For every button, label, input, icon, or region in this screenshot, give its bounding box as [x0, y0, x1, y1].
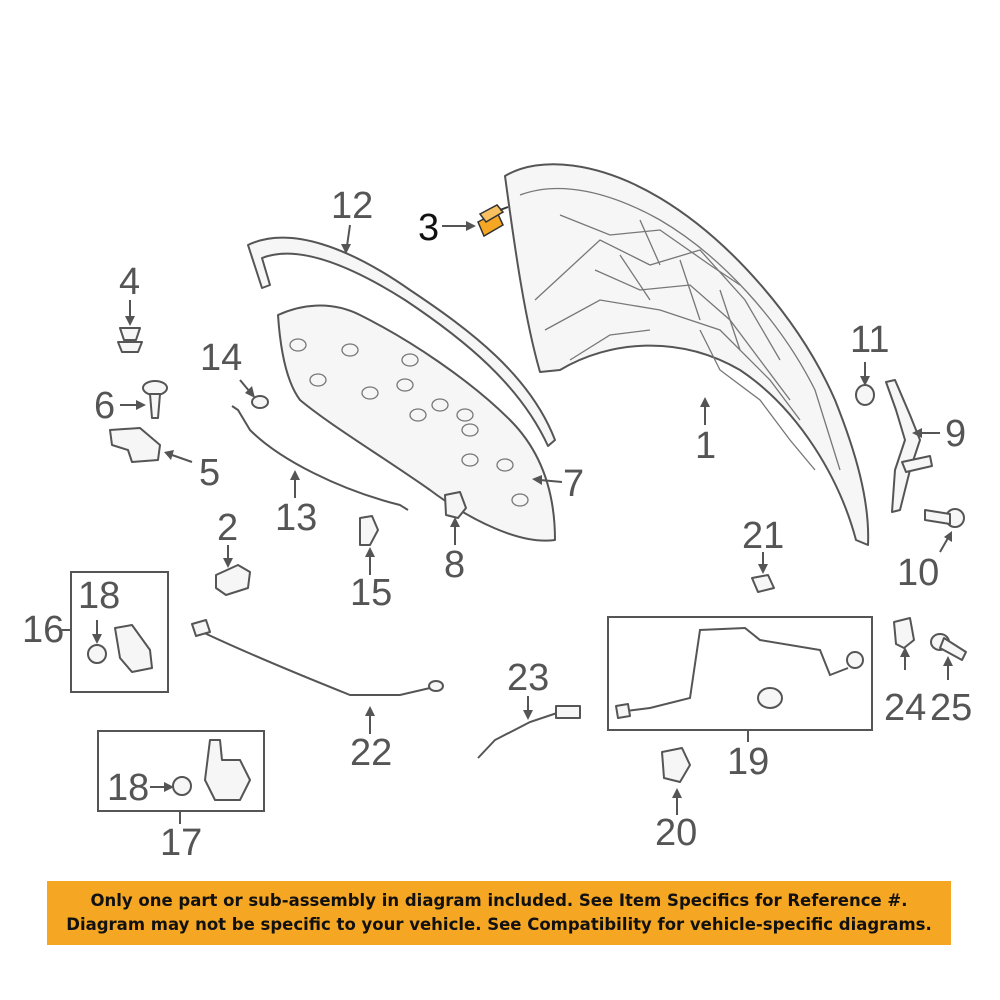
part-8-clip[interactable]: [444, 491, 467, 519]
part-17-latch-assembly[interactable]: [97, 730, 265, 812]
disclaimer-line-1: Only one part or sub-assembly in diagram…: [90, 891, 908, 910]
part-22-release-cable[interactable]: [191, 619, 444, 696]
part-13-prop-rod[interactable]: [231, 405, 409, 511]
callout-5: 5: [199, 452, 220, 494]
part-3-bumper-highlighted[interactable]: [477, 204, 509, 238]
part-23-cable[interactable]: [477, 705, 581, 759]
part-10-bolt[interactable]: [924, 508, 965, 528]
part-20-bracket[interactable]: [661, 747, 691, 783]
leader-lines: [62, 221, 953, 824]
part-19-harness-assembly[interactable]: [607, 616, 873, 731]
callout-8: 8: [444, 544, 465, 586]
part-9-hinge[interactable]: [885, 379, 933, 513]
part-6-bolt[interactable]: [142, 380, 168, 419]
part-2-bumper-block[interactable]: [215, 564, 251, 596]
callout-10: 10: [897, 552, 939, 594]
callout-19: 19: [727, 741, 769, 783]
callout-11: 11: [850, 319, 889, 361]
callout-1: 1: [695, 425, 716, 467]
callout-13: 13: [275, 497, 317, 539]
part-12-hood-seal[interactable]: [247, 236, 556, 447]
callout-4: 4: [119, 261, 140, 303]
callout-2: 2: [217, 507, 238, 549]
callout-24: 24: [884, 687, 926, 729]
callout-23: 23: [507, 657, 549, 699]
part-14-washer[interactable]: [251, 395, 269, 409]
callout-3: 3: [418, 207, 439, 249]
callout-17: 17: [160, 822, 202, 864]
part-25-bolt[interactable]: [930, 633, 967, 661]
callout-7: 7: [563, 463, 584, 505]
part-1-hood-panel[interactable]: [504, 163, 870, 546]
callout-18-upper: 18: [78, 575, 120, 617]
callout-18-lower: 18: [107, 767, 149, 809]
part-4-push-pin[interactable]: [117, 327, 143, 353]
callout-labels: 1 2 3 4 5 6 7 8 9 10 11 12 13 14 15 16 1…: [22, 185, 972, 864]
part-16-latch-assembly[interactable]: [70, 571, 169, 693]
callout-12: 12: [331, 185, 373, 227]
callout-9: 9: [945, 413, 966, 455]
callout-14: 14: [200, 337, 242, 379]
callout-15: 15: [350, 572, 392, 614]
part-11-nut[interactable]: [855, 384, 875, 406]
disclaimer-line-2: Diagram may not be specific to your vehi…: [66, 915, 932, 934]
callout-16: 16: [22, 609, 64, 651]
part-15-clip[interactable]: [359, 515, 379, 546]
part-24-clip[interactable]: [893, 617, 915, 649]
callout-22: 22: [350, 732, 392, 774]
callout-21: 21: [742, 515, 784, 557]
callout-25: 25: [930, 687, 972, 729]
part-21-plug[interactable]: [751, 574, 775, 593]
callout-20: 20: [655, 812, 697, 854]
disclaimer-banner: Only one part or sub-assembly in diagram…: [47, 881, 951, 945]
callout-6: 6: [94, 385, 115, 427]
part-7-insulator[interactable]: [277, 304, 556, 542]
part-5-bracket[interactable]: [109, 427, 161, 463]
